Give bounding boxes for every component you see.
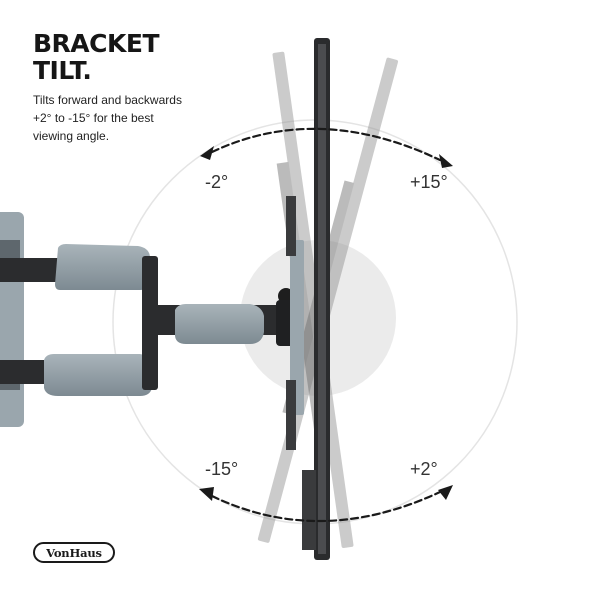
tv-main <box>302 38 330 560</box>
angle-label-bottom-right: +2° <box>410 459 438 479</box>
description-line-2: +2° to -15° for the best <box>33 111 154 125</box>
arrow-head-top-right <box>439 154 453 168</box>
lower-arm <box>0 354 152 396</box>
angle-label-top-right: +15° <box>410 172 448 192</box>
upper-arm <box>0 244 150 290</box>
wall-plate <box>0 212 24 427</box>
feature-description: Tilts forward and backwards +2° to -15° … <box>33 91 193 145</box>
brand-logo: VonHaus <box>33 542 115 563</box>
title-line-2: TILT. <box>33 56 92 85</box>
tilt-arrow-top <box>210 127 442 162</box>
tv-bracket-plate <box>286 196 304 450</box>
arrow-head-bottom-right <box>438 485 453 500</box>
angle-label-bottom-left: -15° <box>205 459 239 479</box>
arrow-head-bottom-left <box>199 487 214 501</box>
title-line-1: BRACKET <box>33 29 160 58</box>
tilt-arrow-bottom <box>210 490 442 523</box>
description-line-1: Tilts forward and backwards <box>33 93 182 107</box>
page-title: BRACKET TILT. <box>33 29 160 85</box>
arrow-head-top-left <box>200 146 214 160</box>
angle-label-top-left: -2° <box>205 172 229 192</box>
description-line-3: viewing angle. <box>33 129 110 143</box>
